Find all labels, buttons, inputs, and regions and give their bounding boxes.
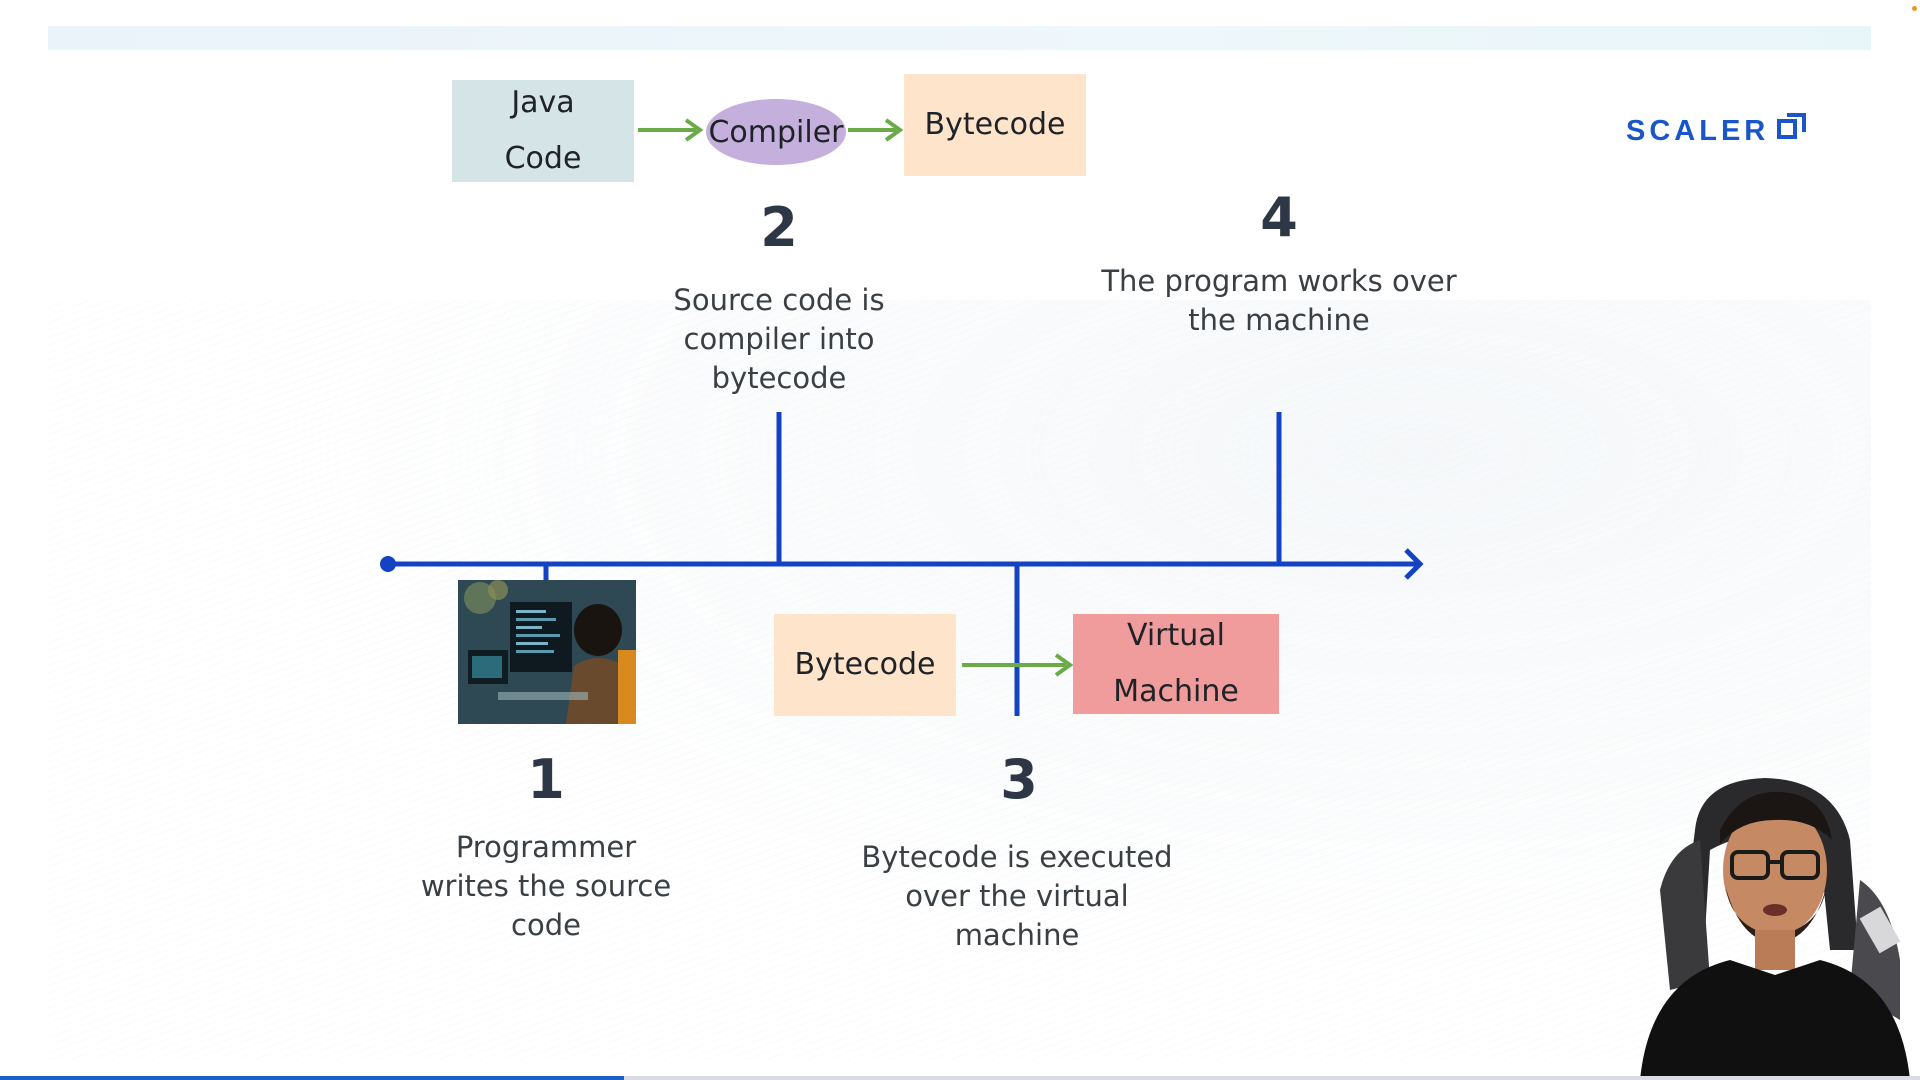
bytecode-bottom-label: Bytecode — [794, 647, 936, 682]
java-code-line1: Java — [511, 85, 575, 120]
programmer-illustration — [458, 580, 636, 724]
arrowhead-compiler-to-bytecode — [884, 118, 904, 142]
bytecode-top-label: Bytecode — [924, 107, 1066, 142]
step4-line1: The program works over — [1101, 264, 1457, 298]
step4-line2: the machine — [1188, 303, 1370, 337]
presenter-webcam — [1600, 760, 1920, 1080]
scaler-logo-icon — [1777, 112, 1807, 150]
virtual-machine-box: Virtual Machine — [1073, 614, 1279, 714]
step4-description: The program works over the machine — [1089, 262, 1469, 340]
video-progress-bar[interactable] — [0, 1076, 1920, 1080]
step1-number: 1 — [527, 748, 565, 811]
arrowhead-java-to-compiler — [684, 118, 704, 142]
step1-line2: writes the source — [420, 869, 672, 903]
step3-description: Bytecode is executed over the virtual ma… — [847, 838, 1187, 955]
step4-number: 4 — [1260, 186, 1298, 249]
step2-line1: Source code is — [673, 283, 885, 317]
step2-number: 2 — [760, 196, 798, 259]
presenter-illustration — [1640, 778, 1910, 1080]
vm-line1: Virtual — [1126, 618, 1226, 653]
java-code-line2: Code — [504, 141, 582, 176]
bytecode-box-top: Bytecode — [904, 74, 1086, 176]
bytecode-box-bottom: Bytecode — [774, 614, 956, 716]
step1-description: Programmer writes the source code — [396, 828, 696, 945]
programmer-photo — [458, 580, 636, 724]
compiler-ellipse: Compiler — [706, 99, 846, 165]
video-progress-fill — [0, 1076, 624, 1080]
scaler-logo-text: SCALER — [1626, 114, 1770, 147]
compiler-label: Compiler — [708, 114, 844, 150]
step3-line2: over the virtual — [905, 879, 1129, 913]
step3-line1: Bytecode is executed — [861, 840, 1173, 874]
step3-line3: machine — [954, 918, 1080, 952]
step1-line3: code — [511, 908, 581, 942]
step2-line3: bytecode — [711, 361, 847, 395]
step3-number: 3 — [1000, 748, 1038, 811]
vm-line2: Machine — [1113, 674, 1239, 709]
java-code-box: Java Code — [452, 80, 634, 182]
step2-line2: compiler into — [683, 322, 875, 356]
step2-description: Source code is compiler into bytecode — [629, 281, 929, 398]
slide-background-texture — [48, 300, 1871, 1060]
scaler-logo: SCALER — [1626, 112, 1807, 150]
recording-indicator-icon — [1912, 6, 1917, 11]
step1-line1: Programmer — [455, 830, 637, 864]
slide-top-band — [48, 26, 1871, 50]
